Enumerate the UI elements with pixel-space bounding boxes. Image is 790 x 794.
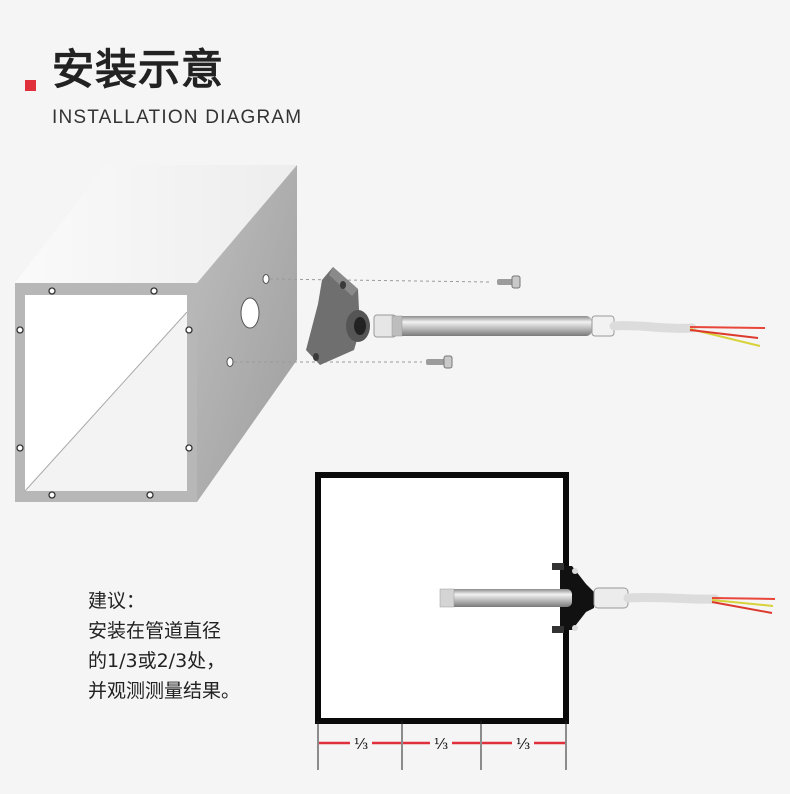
wire-red-2 (689, 329, 759, 339)
bolt (16, 444, 24, 452)
page-title: 安装示意 (52, 45, 225, 94)
screw-bottom (426, 355, 453, 369)
screw-top (497, 275, 521, 289)
frame-bolts (16, 287, 193, 499)
guide-line-top (269, 278, 491, 283)
probe-cable (623, 592, 720, 604)
advice-line: 的1/3或2/3处， (88, 650, 226, 672)
page-subtitle: INSTALLATION DIAGRAM (52, 107, 303, 128)
mount-bolt-bottom (552, 626, 564, 633)
third-label: ⅓ (354, 735, 369, 753)
third-label: ⅓ (434, 735, 449, 753)
duct-inner-edge (24, 311, 188, 492)
thirds-scale: ⅓ ⅓ ⅓ (317, 721, 567, 770)
screw-hole-bottom (226, 357, 234, 367)
bolt (150, 287, 158, 295)
duct-top-face (15, 165, 297, 283)
duct-cross-section (315, 472, 776, 724)
screw-hole-top (262, 274, 270, 284)
probe-tube (440, 589, 572, 607)
cable (609, 321, 697, 333)
advice-line: 建议： (88, 590, 146, 612)
wire-yellow (711, 599, 774, 607)
advice-line: 并观测测量结果。 (88, 680, 241, 702)
bolt (16, 326, 24, 334)
third-segment-3: ⅓ (482, 735, 565, 753)
mounting-flange (306, 267, 397, 365)
installation-advice: 建议： 安装在管道直径 的1/3或2/3处， 并观测测量结果。 (88, 586, 240, 706)
sensor-probe-top (391, 315, 766, 347)
probe-gland (593, 587, 629, 609)
third-segment-2: ⅓ (403, 735, 480, 753)
wire-red (689, 326, 766, 329)
duct-3d (15, 165, 297, 502)
duct-side-face (197, 165, 297, 502)
guide-lines (234, 278, 491, 363)
bolt (185, 326, 193, 334)
mount-bolt-top (552, 563, 564, 570)
title-accent-square (25, 80, 36, 91)
bolt (146, 491, 154, 499)
bolt (48, 491, 56, 499)
wire-red-2 (711, 601, 773, 614)
sensor-hole (240, 297, 260, 329)
mount-bracket (560, 566, 594, 630)
bolt (48, 287, 56, 295)
wire-red (711, 597, 776, 600)
bolt (185, 444, 193, 452)
third-label: ⅓ (516, 735, 531, 753)
third-segment-1: ⅓ (319, 735, 401, 753)
advice-line: 安装在管道直径 (88, 620, 222, 642)
